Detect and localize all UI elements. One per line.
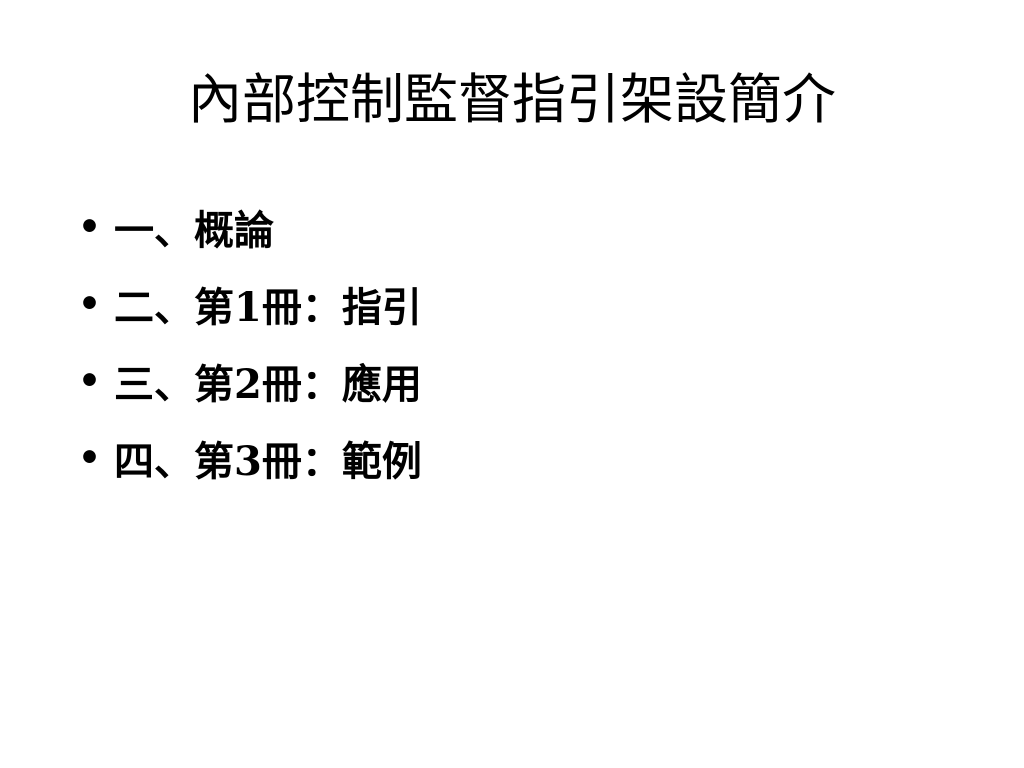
list-item: • 四、第3冊：範例 bbox=[78, 419, 422, 496]
bullet-dot-icon: • bbox=[78, 436, 102, 479]
bullet-dot-icon: • bbox=[78, 282, 102, 325]
slide-title: 內部控制監督指引架設簡介 bbox=[188, 68, 836, 131]
list-item: • 三、第2冊：應用 bbox=[78, 342, 422, 419]
bullet-dot-icon: • bbox=[78, 205, 102, 248]
list-item-text: 二、第1冊：指引 bbox=[114, 283, 422, 331]
list-item: • 二、第1冊：指引 bbox=[78, 265, 422, 342]
list-item-text: 四、第3冊：範例 bbox=[114, 437, 422, 485]
bullet-list: • 一、概論 • 二、第1冊：指引 • 三、第2冊：應用 • 四、第3冊：範例 bbox=[78, 188, 422, 496]
list-item: • 一、概論 bbox=[78, 188, 422, 265]
bullet-dot-icon: • bbox=[78, 359, 102, 402]
list-item-text: 三、第2冊：應用 bbox=[114, 360, 422, 408]
list-item-text: 一、概論 bbox=[114, 206, 274, 254]
